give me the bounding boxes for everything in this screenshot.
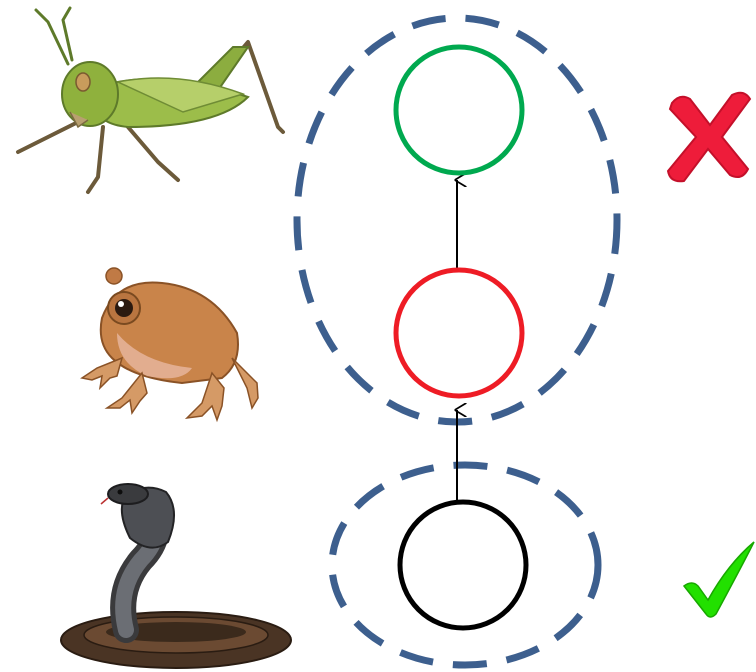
middle-node (393, 267, 525, 399)
lower-group-dashed-ellipse (328, 461, 602, 669)
frog-icon (80, 267, 259, 423)
snake-icon (60, 483, 292, 669)
top-node (393, 44, 525, 176)
check-mark-icon (682, 541, 755, 618)
cross-mark-icon (666, 91, 752, 183)
grasshopper-icon (16, 6, 285, 194)
bottom-node (397, 499, 529, 631)
